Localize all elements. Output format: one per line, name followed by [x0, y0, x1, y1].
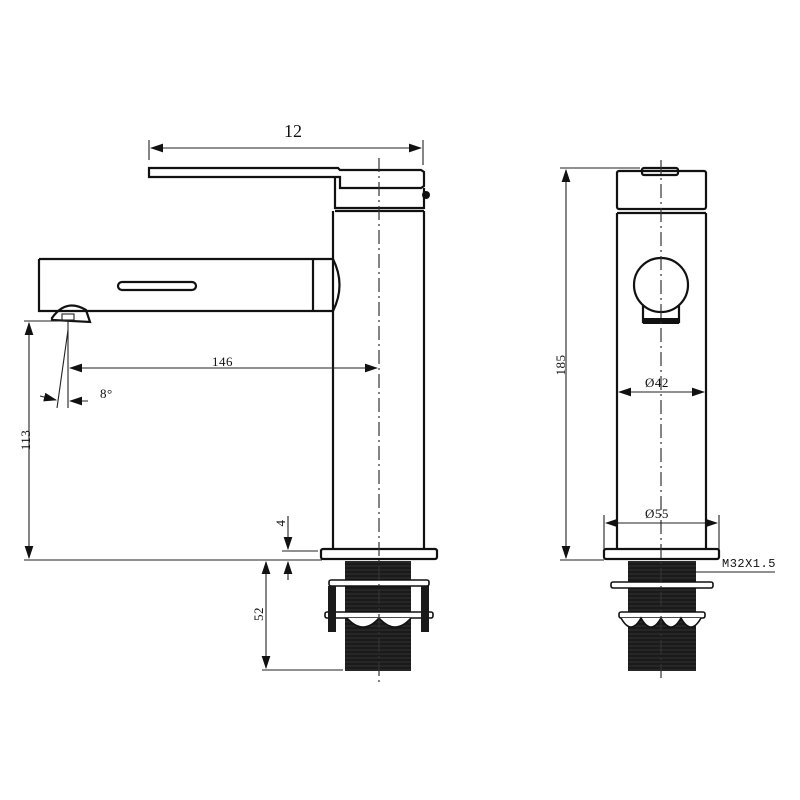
label-spout-reach: 146: [212, 354, 233, 369]
handle-lever: [147, 166, 426, 190]
front-view: [560, 160, 775, 680]
label-body-diameter: Ø42: [645, 375, 669, 390]
handle-knob: [422, 191, 430, 199]
side-view: [24, 140, 439, 685]
label-total-height: 185: [553, 354, 568, 376]
spout: [37, 257, 333, 313]
label-spout-height: 113: [18, 429, 33, 451]
label-spout-angle: 8°: [100, 386, 113, 401]
aerator: [50, 304, 92, 324]
label-thread: M32X1.5: [722, 557, 776, 571]
label-base-diameter: Ø55: [645, 506, 669, 521]
label-shank-length: 52: [251, 607, 266, 621]
label-handle-length: 12: [284, 121, 302, 141]
tap-body: [331, 211, 426, 549]
spout-slot: [116, 280, 198, 292]
label-base-thickness: 4: [273, 519, 288, 527]
